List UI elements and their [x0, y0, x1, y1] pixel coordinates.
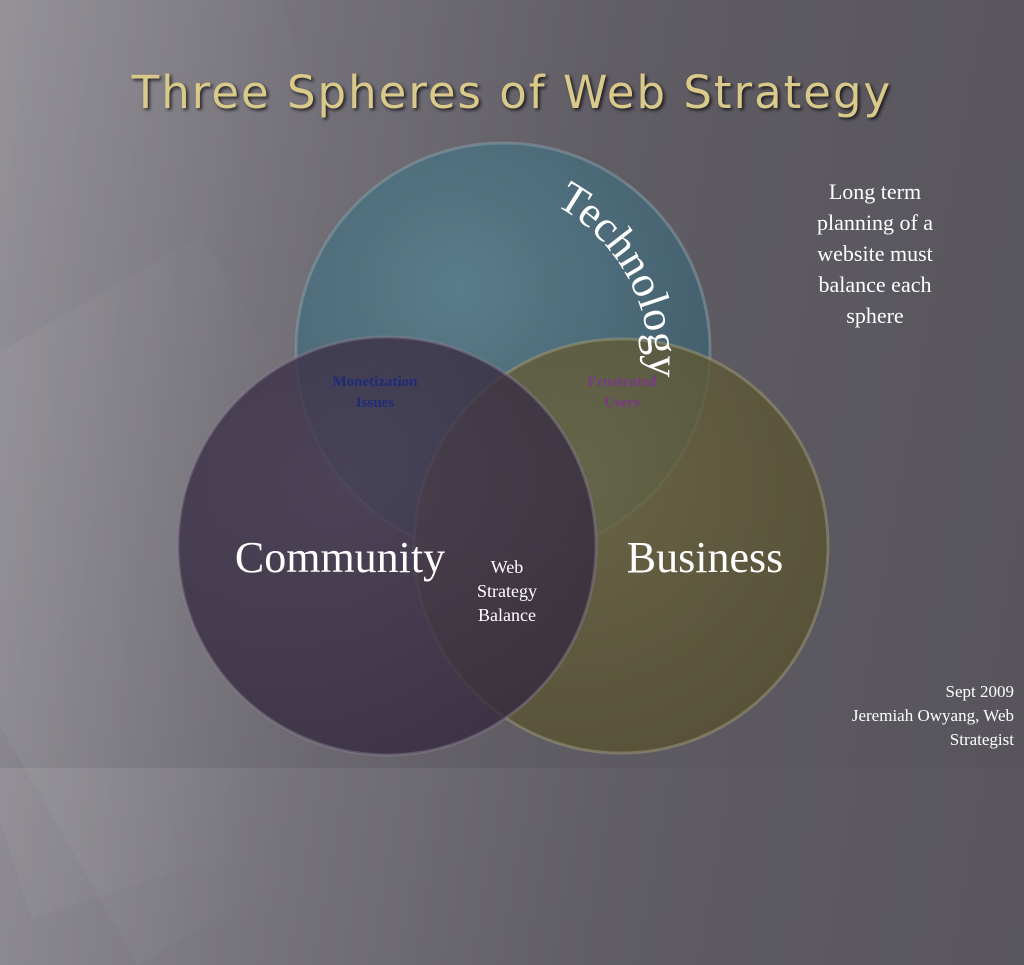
credit-role: Strategist	[949, 730, 1014, 749]
monetization-issues-label: Monetization Issues	[305, 372, 445, 414]
frustrated-line2: Users	[604, 395, 640, 411]
frustrated-line1: Frustrated	[587, 374, 657, 390]
slide-title: Three Spheres of Web Strategy	[131, 66, 893, 119]
balance-line1: Web	[490, 557, 524, 577]
venn-diagram: Technology	[176, 141, 830, 757]
community-circle	[176, 335, 598, 757]
balance-line3: Balance	[478, 605, 536, 625]
note-line1: Long term	[828, 179, 922, 204]
note-line5: sphere	[846, 303, 904, 328]
credit-date: Sept 2009	[945, 682, 1014, 701]
note-line2: planning of a	[816, 210, 934, 235]
frustrated-users-label: Frustrated Users	[552, 372, 692, 414]
credit-author: Jeremiah Owyang, Web	[851, 706, 1014, 725]
monetization-line2: Issues	[355, 395, 395, 411]
business-label: Business	[626, 533, 784, 582]
note-line3: website must	[817, 241, 933, 266]
monetization-line1: Monetization	[332, 374, 418, 390]
credit-block: Sept 2009 Jeremiah Owyang, Web Strategis…	[852, 680, 1014, 752]
community-label: Community	[234, 533, 446, 582]
web-strategy-balance-label: Web Strategy Balance	[447, 555, 567, 627]
planning-note: Long term planning of a website must bal…	[770, 176, 980, 331]
balance-line2: Strategy	[477, 581, 537, 601]
note-line4: balance each	[818, 272, 932, 297]
